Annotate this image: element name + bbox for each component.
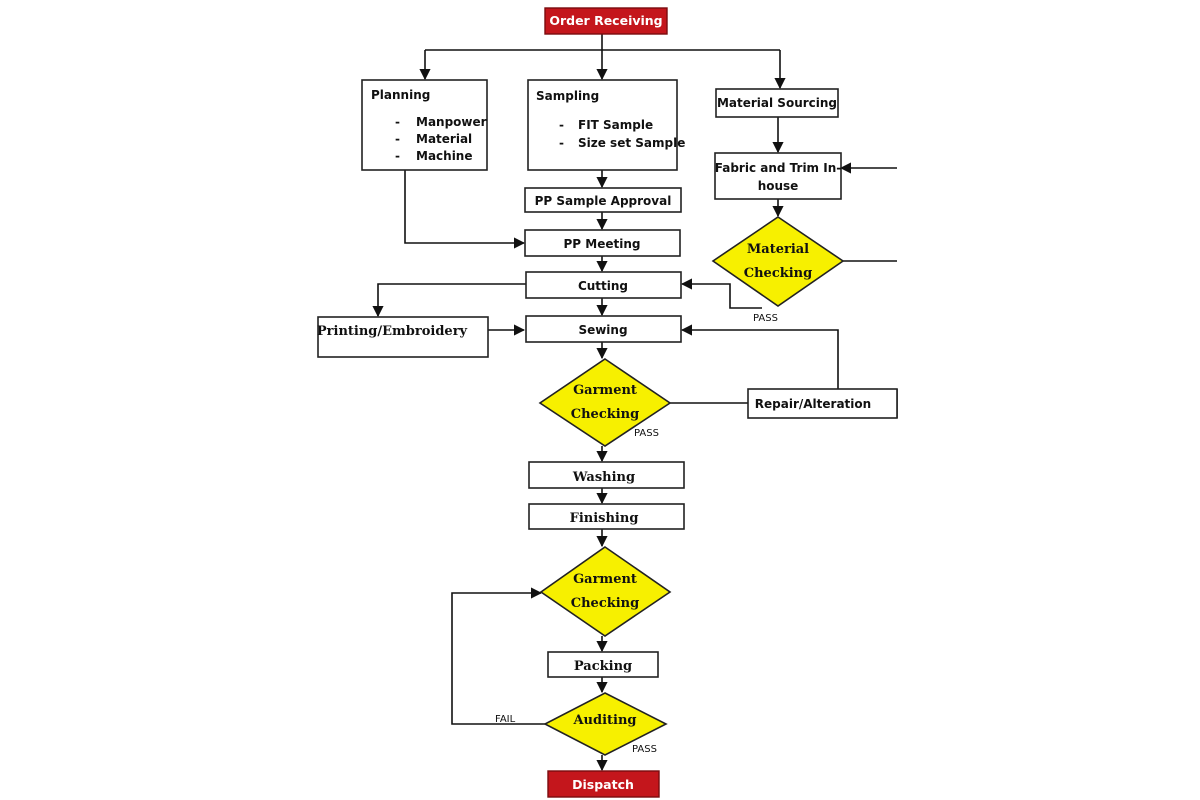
packing-node: Packing [547,651,659,678]
planning-bullet-1: - [395,115,400,129]
connector-audit-fail-loop [451,587,545,725]
sampling-item-fit: FIT Sample [578,118,653,132]
garment-checking-2-label-line-1: Garment [573,572,637,587]
pp-meeting-label: PP Meeting [564,237,641,251]
pp-sample-approval-node: PP Sample Approval [524,187,682,213]
cutting-box [525,271,682,299]
planning-bullet-3: - [395,149,400,163]
dispatch-label: Dispatch [572,777,634,792]
garment-checking-1-node: Garment Checking [538,358,672,447]
pp-sample-approval-label: PP Sample Approval [535,194,672,208]
garment-checking-1-label-line-2: Checking [571,407,639,422]
pp-meeting-box [524,229,681,257]
planning-item-machine: Machine [416,149,473,163]
finishing-box [528,503,685,530]
pp-meeting-node: PP Meeting [524,229,681,257]
packing-label: Packing [574,659,632,674]
washing-node: Washing [528,461,685,489]
washing-box [528,461,685,489]
auditing-label: Auditing [572,713,636,728]
garment-checking-2-label-line-2: Checking [571,596,639,611]
finishing-node: Finishing [528,503,685,530]
material-checking-label-line-1: Material [747,242,809,257]
material-sourcing-label: Material Sourcing [717,96,837,110]
sewing-label: Sewing [578,323,627,337]
garment-checking-2-diamond [539,546,672,637]
planning-item-manpower: Manpower [416,115,487,129]
printing-embroidery-box [317,316,489,358]
finishing-label: Finishing [570,511,639,526]
planning-item-material: Material [416,132,472,146]
sampling-box [527,79,678,171]
material-checking-label-line-2: Checking [744,266,812,281]
order-receiving-box [544,7,668,35]
auditing-diamond [543,692,668,756]
repair-alteration-node: Repair/Alteration [747,388,898,419]
garment-pass-label: PASS [634,428,659,439]
order-receiving-label: Order Receiving [549,13,662,28]
connectors [372,34,898,772]
audit-pass-label: PASS [632,744,657,755]
fabric-trim-box [714,152,842,200]
sewing-node: Sewing [525,315,682,343]
repair-alteration-label: Repair/Alteration [755,397,871,411]
sampling-bullet-1: - [559,118,564,132]
material-checking-node: Material Checking [711,216,845,307]
planning-box [361,79,488,171]
packing-box [547,651,659,678]
sampling-title: Sampling [536,89,599,103]
garment-checking-1-label-line-1: Garment [573,383,637,398]
connector-cutting-to-printing [372,283,526,318]
planning-node: Planning - Manpower - Material - Machine [361,79,488,171]
repair-alteration-box [747,388,898,419]
fabric-trim-label-line-2: house [758,179,799,193]
dispatch-box [547,770,660,798]
cutting-node: Cutting [525,271,682,299]
material-sourcing-node: Material Sourcing [715,88,839,118]
cutting-label: Cutting [578,279,628,293]
planning-bullet-2: - [395,132,400,146]
garment-checking-1-diamond [538,358,672,447]
auditing-node: Auditing [543,692,668,756]
fabric-trim-node: Fabric and Trim In- house [714,152,842,200]
connector-matcheck-pass-to-cutting [680,278,762,309]
pp-sample-approval-box [524,187,682,213]
connector-repair-to-sewing [680,324,839,389]
material-checking-diamond [711,216,845,307]
sampling-node: Sampling - FIT Sample - Size set Sample [527,79,685,171]
printing-embroidery-node: Printing/Embroidery [317,316,489,358]
connector-planning-to-meeting [404,170,526,249]
dispatch-node: Dispatch [547,770,660,798]
audit-fail-label: FAIL [495,714,516,725]
printing-embroidery-label: Printing/Embroidery [317,324,468,339]
order-receiving-node: Order Receiving [544,7,668,35]
garment-checking-2-node: Garment Checking [539,546,672,637]
sewing-box [525,315,682,343]
fabric-trim-label-line-1: Fabric and Trim In- [715,161,842,175]
sampling-item-size-set: Size set Sample [578,136,685,150]
material-pass-label: PASS [753,313,778,324]
sampling-bullet-2: - [559,136,564,150]
washing-label: Washing [572,470,635,485]
planning-title: Planning [371,88,430,102]
material-sourcing-box [715,88,839,118]
